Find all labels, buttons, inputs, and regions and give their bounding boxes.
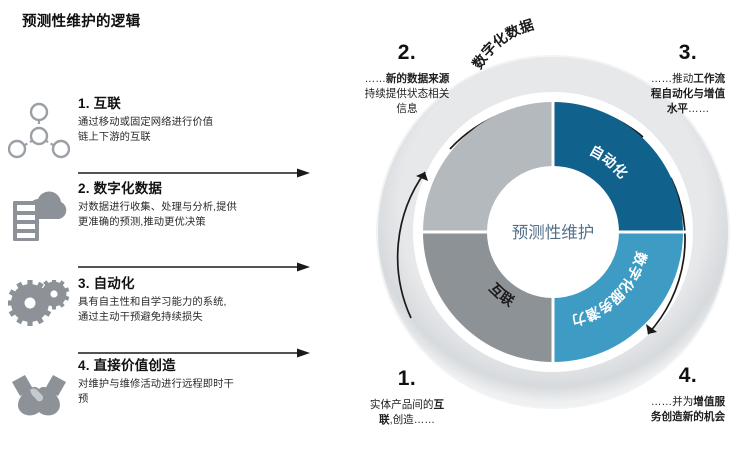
callout-2-text: ……新的数据来源持续提供状态相关信息 [364, 73, 450, 116]
step-title-3: 3. 自动化 [78, 276, 135, 291]
donut-center-hole [487, 166, 619, 298]
callout-4-number: 4. [678, 364, 698, 387]
step-body-2: 2. 数字化数据 对数据进行收集、处理与分析,提供 更准确的预测,推动更优决策 [78, 181, 320, 231]
callout-2-number: 2. [397, 41, 417, 64]
callout-2: 2. ……新的数据来源持续提供状态相关信息 [332, 42, 482, 117]
step-desc-2: 对数据进行收集、处理与分析,提供 更准确的预测,推动更优决策 [78, 201, 237, 228]
steps-list: 1. 互联 通过移动或固定网络进行价值 链上下游的互联 [0, 96, 330, 446]
divider-arrow-2 [78, 262, 310, 272]
handshake-icon [8, 362, 70, 422]
cycle-arrow-bottom-left-head [416, 172, 428, 181]
cycle-arrow-bottom-left [396, 171, 426, 319]
step-desc-4: 对维护与维修活动进行远程即时干 预 [78, 378, 234, 405]
step-body-4: 4. 直接价值创造 对维护与维修活动进行远程即时干 预 [78, 358, 320, 408]
donut-outer-ring [376, 55, 730, 409]
cycle-arrow-right-head [646, 324, 657, 334]
step-title-2: 2. 数字化数据 [78, 181, 163, 196]
page-title: 预测性维护的逻辑 [22, 14, 141, 30]
server-cloud-icon [8, 185, 70, 245]
step-body-1: 1. 互联 通过移动或固定网络进行价值 链上下游的互联 [78, 96, 320, 146]
callout-3-text: ……推动工作流程自动化与增值水平…… [650, 73, 726, 116]
step-title-1: 1. 互联 [78, 96, 122, 111]
predictive-maintenance-donut: 数字化数据 自动化 互联 数字化服务潜力 预测性维护 [358, 16, 748, 446]
step-title-4: 4. 直接价值创造 [78, 358, 176, 373]
callout-1: 1. 实体产品间的互联,创造…… [334, 368, 480, 428]
callout-4: 4. ……并为增值服务创造新的机会 [628, 365, 748, 425]
callout-3-number: 3. [678, 41, 698, 64]
callout-1-text: 实体产品间的互联,创造…… [369, 399, 445, 427]
callout-4-text: ……并为增值服务创造新的机会 [650, 396, 726, 424]
cycle-arrow-right [647, 177, 686, 335]
donut-center-label: 预测性维护 [512, 223, 595, 242]
callout-3: 3. ……推动工作流程自动化与增值水平…… [628, 42, 748, 117]
step-body-3: 3. 自动化 具有自主性和自学习能力的系统, 通过主动干预避免持续损失 [78, 276, 320, 326]
gears-icon [7, 278, 70, 340]
step-desc-3: 具有自主性和自学习能力的系统, 通过主动干预避免持续损失 [78, 296, 227, 323]
step-desc-1: 通过移动或固定网络进行价值 链上下游的互联 [78, 116, 214, 143]
callout-1-number: 1. [397, 367, 417, 390]
divider-arrow-3 [78, 348, 310, 358]
divider-arrow-1 [78, 168, 310, 178]
network-nodes-icon [7, 100, 71, 160]
